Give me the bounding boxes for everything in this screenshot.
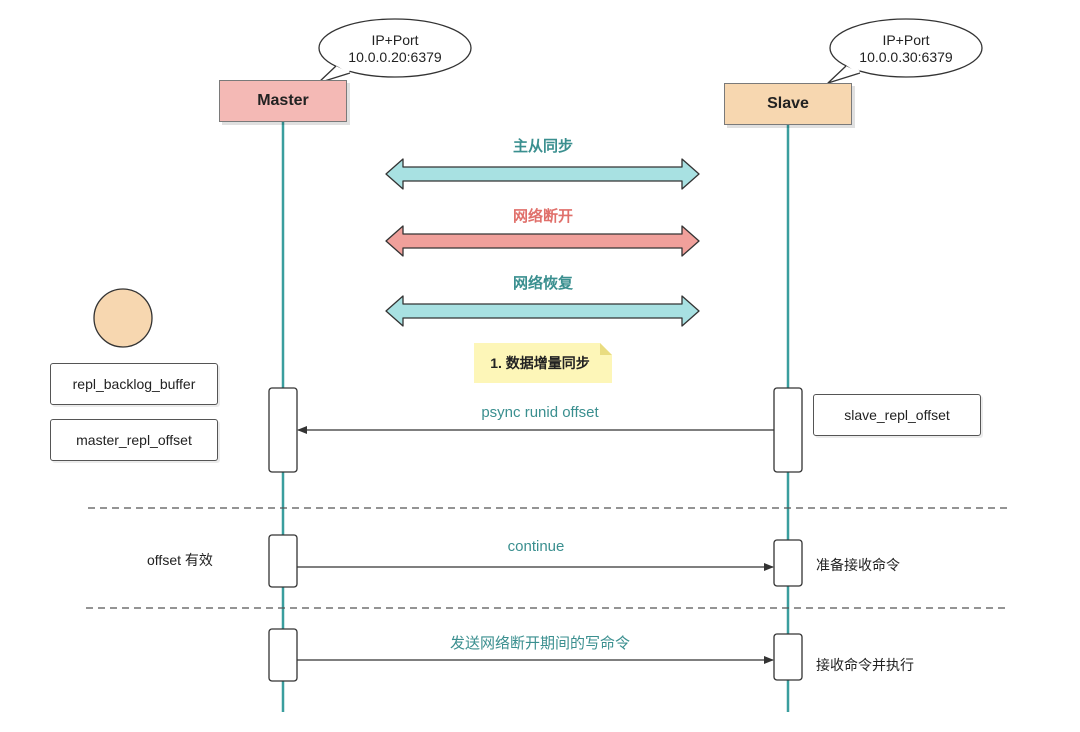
send-commands-message-label: 发送网络断开期间的写命令 [449, 635, 630, 652]
slave-activation-2 [773, 539, 803, 587]
recover-double-arrow [385, 295, 700, 327]
sync-double-arrow [385, 158, 700, 190]
master-activation-1 [268, 387, 298, 473]
master-bubble-line1: IP+Port [371, 32, 419, 48]
sticky-note-fold [600, 343, 612, 355]
slave-address-bubble: IP+Port 10.0.0.30:6379 [836, 32, 976, 66]
sticky-note: 1. 数据增量同步 [490, 355, 590, 371]
slave-bubble-line2: 10.0.0.30:6379 [859, 49, 953, 65]
master-label: Master [257, 92, 309, 109]
master-address-bubble: IP+Port 10.0.0.20:6379 [325, 32, 465, 66]
master-address-bubble-shape [317, 18, 472, 84]
slave-repl-offset-box: slave_repl_offset [813, 394, 981, 436]
master-bubble-line2: 10.0.0.20:6379 [348, 49, 442, 65]
slave-activation-1 [773, 387, 803, 473]
disconnect-double-arrow [385, 225, 700, 257]
slave-bubble-line1: IP+Port [882, 32, 930, 48]
slave-actor-box: Slave [724, 83, 852, 125]
sticky-note-shape [474, 343, 612, 383]
slave-label: Slave [767, 95, 809, 112]
master-activation-2 [268, 534, 298, 588]
recover-state-label: 网络恢复 [512, 275, 573, 292]
prepare-receive-note: 准备接收命令 [816, 557, 900, 573]
continue-message-label: continue [507, 538, 565, 555]
disconnect-state-label: 网络断开 [512, 208, 573, 225]
master-repl-offset-box: master_repl_offset [50, 419, 218, 461]
offset-valid-note: offset 有效 [147, 552, 213, 568]
psync-message-label: psync runid offset [481, 404, 599, 421]
master-actor-box: Master [219, 80, 347, 122]
circle-shape [93, 288, 153, 348]
sync-state-label: 主从同步 [512, 138, 573, 155]
master-activation-3 [268, 628, 298, 682]
slave-activation-3 [773, 633, 803, 681]
repl-backlog-buffer-box: repl_backlog_buffer [50, 363, 218, 405]
receive-execute-note: 接收命令并执行 [816, 657, 914, 673]
